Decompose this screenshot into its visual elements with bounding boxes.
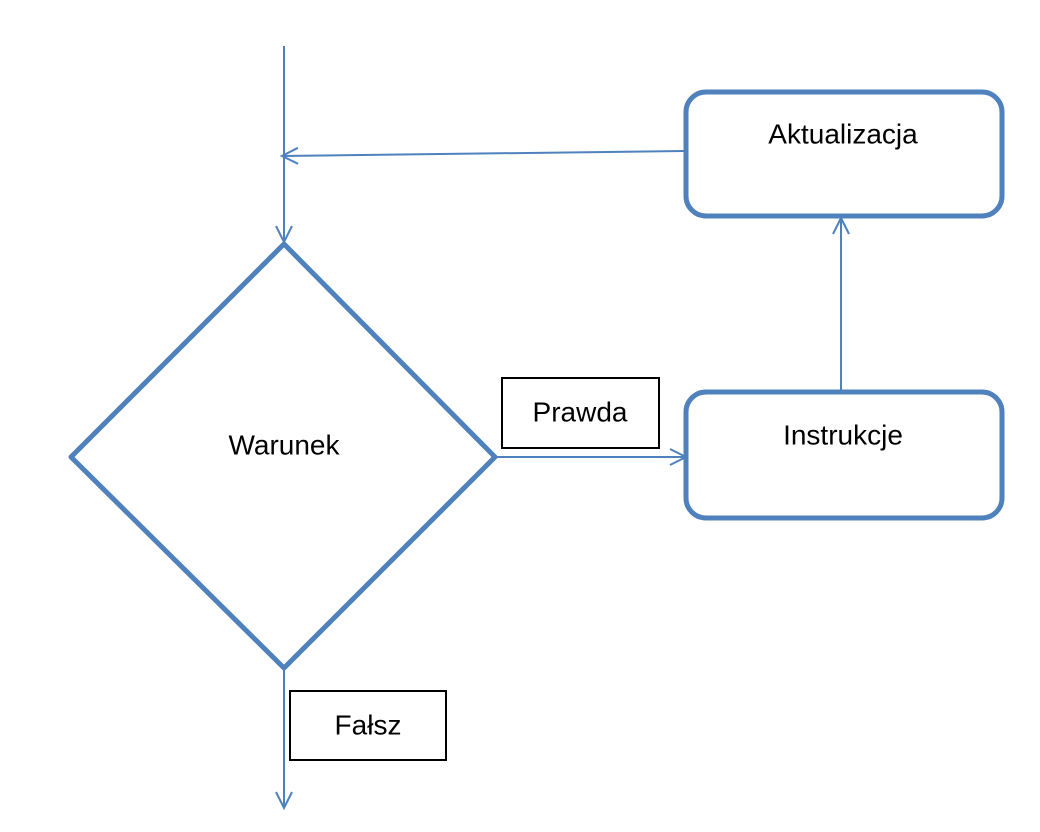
false-label-box [289, 690, 447, 761]
condition-label: Warunek [228, 429, 340, 460]
condition-diamond-shape [68, 241, 498, 671]
instructions-label: Instrukcje [783, 419, 903, 450]
update-node[interactable]: Aktualizacja [683, 89, 1005, 219]
update-label: Aktualizacja [768, 118, 918, 149]
true-edge-label: Prawda [501, 377, 660, 449]
instructions-node[interactable]: Instrukcje [683, 389, 1005, 521]
false-edge-label: Fałsz [289, 690, 447, 761]
update-to-loop-arrow [282, 151, 685, 156]
update-box-shape [683, 89, 1005, 219]
true-label-box [501, 377, 660, 449]
instructions-box-shape [683, 389, 1005, 521]
condition-node[interactable]: Warunek [68, 241, 498, 671]
false-label-text: Fałsz [335, 709, 402, 740]
true-label-text: Prawda [533, 396, 628, 427]
